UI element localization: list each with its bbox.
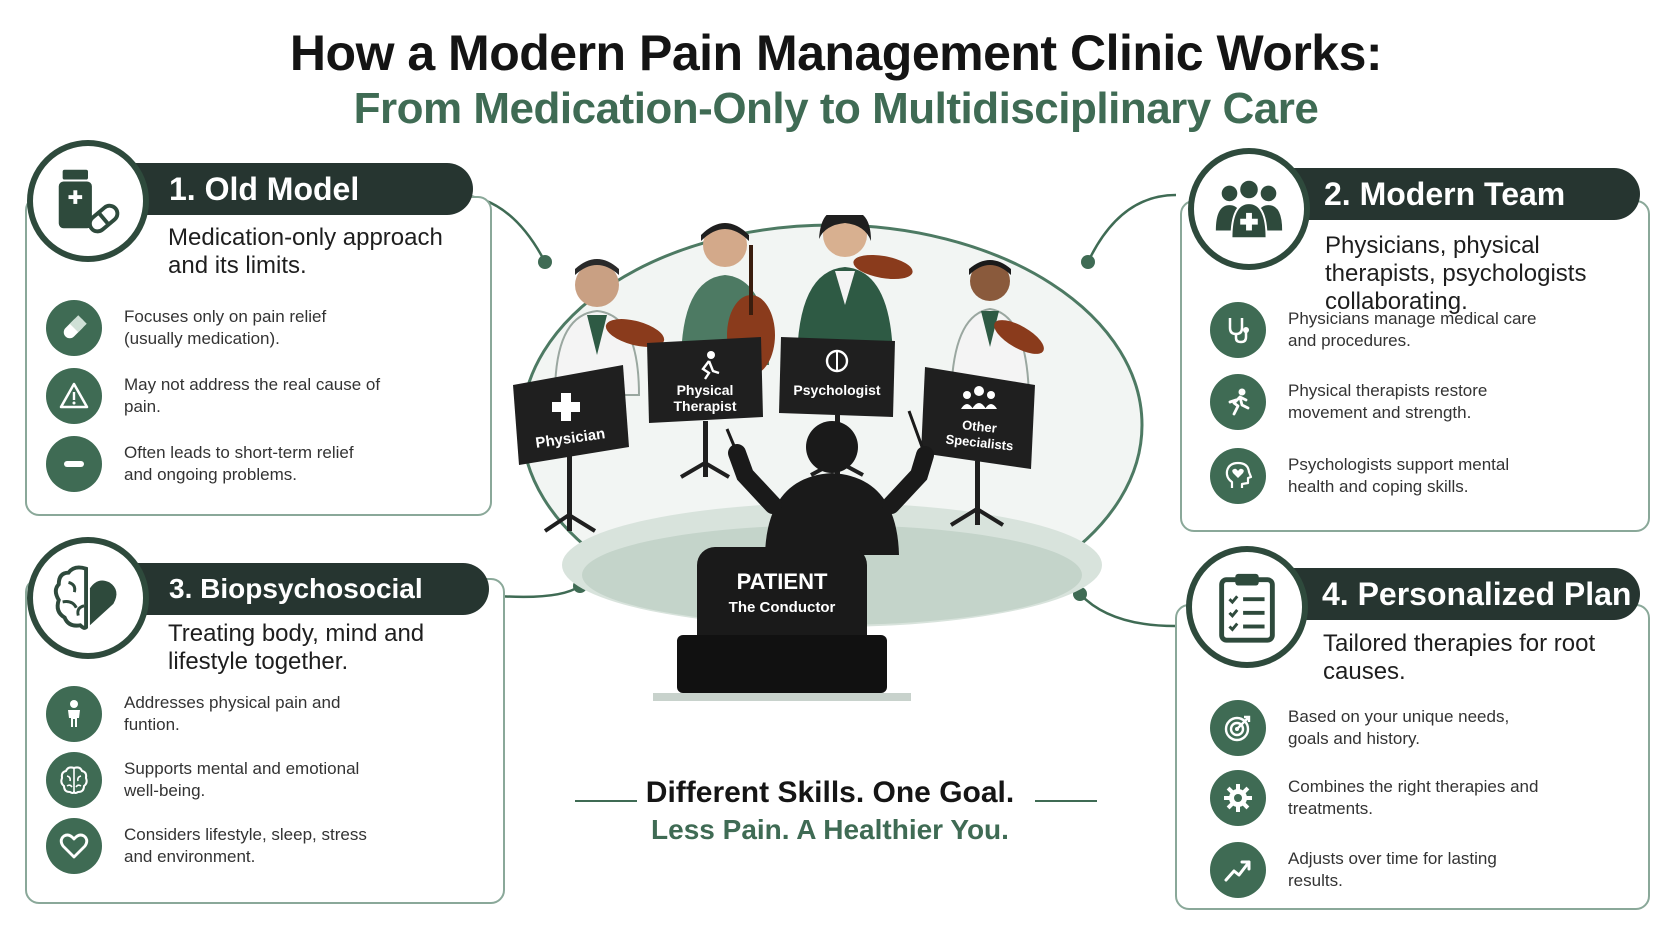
biopsychosocial-intro: Treating body, mind and lifestyle togeth… xyxy=(168,620,425,675)
personalized-plan-intro: Tailored therapies for root causes. xyxy=(1323,630,1596,685)
target-icon xyxy=(1210,700,1266,756)
tagline-secondary: Less Pain. A Healthier You. xyxy=(651,814,1009,845)
list-item-text: Focuses only on pain relief (usually med… xyxy=(124,307,327,348)
brain-icon xyxy=(46,752,102,808)
old-model-heading: 1. Old Model xyxy=(135,163,473,215)
biopsychosocial-heading: 3. Biopsychosocial Approach xyxy=(135,563,489,656)
list-item-text: Considers lifestyle, sleep, stress and e… xyxy=(124,825,367,866)
person-icon xyxy=(46,686,102,742)
stand-label-other-1: Other xyxy=(961,417,997,436)
trend-up-icon xyxy=(1210,842,1266,898)
list-item-text: May not address the real cause of pain. xyxy=(124,375,381,416)
heart-icon xyxy=(46,818,102,874)
old-model-intro: Medication-only approach and its limits. xyxy=(168,224,443,279)
tagline-primary: Different Skills. One Goal. xyxy=(645,776,1015,809)
stand-label-physical-therapist-2: Therapist xyxy=(673,398,736,414)
podium-subtitle: The Conductor xyxy=(729,599,836,616)
stethoscope-icon xyxy=(1210,302,1266,358)
clipboard-checklist-icon xyxy=(1186,546,1308,668)
podium: PATIENT The Conductor xyxy=(653,547,911,701)
page-subtitle: From Medication-Only to Multidisciplinar… xyxy=(353,84,1319,133)
list-item: Supports mental and emotional well-being… xyxy=(46,752,384,808)
list-item-text: Addresses physical pain and funtion. xyxy=(124,693,341,734)
list-item: Physical therapists restore movement and… xyxy=(1210,374,1548,430)
list-item: Combines the right therapies and treatme… xyxy=(1210,770,1548,826)
list-item-text: Adjusts over time for lasting results. xyxy=(1288,849,1497,890)
list-item: Adjusts over time for lasting results. xyxy=(1210,842,1548,898)
connector-personalized-plan xyxy=(1079,593,1176,628)
list-item-text: Combines the right therapies and treatme… xyxy=(1288,777,1539,818)
personalized-plan-heading: 4. Personalized Plan xyxy=(1288,568,1640,620)
brain-heart-icon xyxy=(27,537,149,659)
page-title: How a Modern Pain Management Clinic Work… xyxy=(289,25,1383,81)
list-item-text: Physical therapists restore movement and… xyxy=(1288,381,1488,422)
head-heart-icon xyxy=(1210,448,1266,504)
list-item: May not address the real cause of pain. xyxy=(46,368,384,424)
stand-label-physical-therapist-1: Physical xyxy=(677,382,734,398)
divider xyxy=(575,800,637,802)
stand-label-other-2: Specialists xyxy=(945,432,1014,454)
music-stand-physical-therapist: Physical Therapist xyxy=(647,337,763,479)
list-item: Often leads to short-term relief and ong… xyxy=(46,436,384,492)
list-item: Considers lifestyle, sleep, stress and e… xyxy=(46,818,384,874)
music-stand-other-specialists: Other Specialists xyxy=(921,367,1035,527)
orchestra-illustration: Physician Physical Therapist Psychologis… xyxy=(513,215,1144,701)
podium-title: PATIENT xyxy=(737,569,828,594)
list-item: Psychologists support mental health and … xyxy=(1210,448,1548,504)
modern-team-heading: 2. Modern Team xyxy=(1290,168,1640,220)
list-item: Focuses only on pain relief (usually med… xyxy=(46,300,384,356)
conductor-figure xyxy=(725,410,934,555)
list-item: Physicians manage medical care and proce… xyxy=(1210,302,1548,358)
stand-label-psychologist: Psychologist xyxy=(793,382,880,398)
medicine-bottle-icon xyxy=(27,140,149,262)
team-icon xyxy=(1188,148,1310,270)
minus-icon xyxy=(46,436,102,492)
list-item-text: Based on your unique needs, goals and hi… xyxy=(1288,707,1510,748)
list-item-text: Psychologists support mental health and … xyxy=(1288,455,1510,496)
list-item-text: Physicians manage medical care and proce… xyxy=(1288,309,1537,350)
list-item: Based on your unique needs, goals and hi… xyxy=(1210,700,1548,756)
pill-icon xyxy=(46,300,102,356)
list-item: Addresses physical pain and funtion. xyxy=(46,686,384,742)
connector-dot xyxy=(538,255,552,269)
list-item-text: Often leads to short-term relief and ong… xyxy=(124,443,354,484)
modern-team-intro: Physicians, physical therapists, psychol… xyxy=(1325,232,1587,315)
music-stand-physician: Physician xyxy=(513,365,629,533)
warning-icon xyxy=(46,368,102,424)
divider xyxy=(1035,800,1097,802)
connector-dot xyxy=(1081,255,1095,269)
gear-icon xyxy=(1210,770,1266,826)
connector-modern-team xyxy=(1086,193,1177,263)
running-person-icon xyxy=(1210,374,1266,430)
list-item-text: Supports mental and emotional well-being… xyxy=(124,759,360,800)
